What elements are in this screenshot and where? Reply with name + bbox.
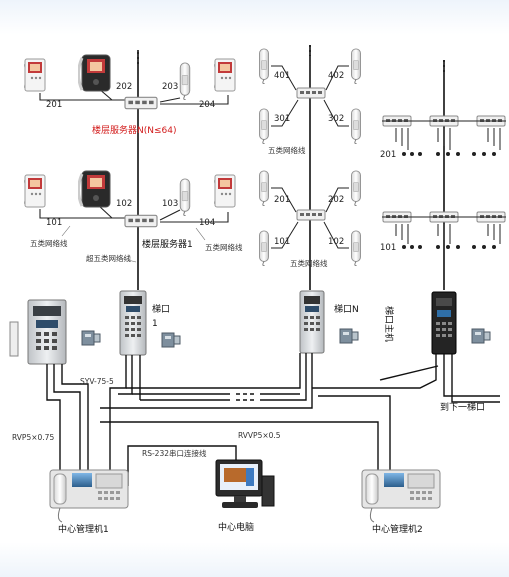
lock-entry-n	[339, 328, 359, 344]
handset-203	[179, 62, 191, 100]
floor-server-1-label: 楼层服务器1	[142, 238, 193, 250]
cable-cat5-label-mid-lower: 五类网络线	[290, 258, 328, 268]
floor-server-n-box	[124, 96, 158, 110]
entry-panels: 梯口 1 梯口N 梯口主机	[9, 290, 491, 365]
cable-cat5-label-mid-upper: 五类网络线	[268, 145, 306, 155]
right-tower: 201 101	[380, 60, 506, 290]
stair-entry-1-label: 梯口	[152, 303, 170, 315]
wiring	[46, 353, 500, 486]
unit-102-label: 102	[116, 199, 132, 209]
next-entry-label: 到下一梯口	[440, 401, 485, 413]
stair-host-label: 梯口主机	[383, 306, 395, 342]
stair-entry-1-num: 1	[152, 319, 158, 329]
lock-left	[81, 330, 101, 346]
monitor-104	[214, 174, 236, 208]
cable-super-cat5-label: 超五类网络线	[86, 253, 131, 263]
right-unit-201-label: 201	[380, 150, 396, 160]
handset-302	[351, 108, 361, 144]
central-manager-2	[361, 469, 441, 523]
left-edge-device	[9, 321, 19, 357]
unit-101-mid-label: 101	[274, 237, 290, 247]
middle-tower: 401 402 301 302 五类网络线 201 202 101 102 五类…	[259, 45, 361, 290]
unit-104-label: 104	[199, 218, 215, 228]
unit-102-mid-label: 102	[328, 237, 344, 247]
cable-rvp-label: RVP5×0.75	[12, 433, 54, 442]
handset-202	[351, 170, 361, 206]
unit-402-label: 402	[328, 71, 344, 81]
cable-cat5-label-right: 五类网络线	[205, 242, 243, 252]
unit-301-label: 301	[274, 114, 290, 124]
cable-syv-label: SYV-75-5	[80, 377, 114, 386]
monitor-101	[24, 174, 46, 208]
monitor-204	[214, 58, 236, 92]
unit-202-mid-label: 202	[328, 195, 344, 205]
monitor-102	[78, 170, 112, 209]
mid-hub-lower	[296, 209, 326, 221]
handset-201	[259, 170, 269, 206]
unit-204-label: 204	[199, 100, 215, 110]
floor-server-n-label: 楼层服务器N(N≤64)	[92, 124, 176, 136]
monitor-201	[24, 58, 46, 92]
handset-102	[351, 230, 361, 266]
unit-101-label: 101	[46, 218, 62, 228]
center-manager-2-label: 中心管理机2	[372, 523, 423, 535]
handset-101	[259, 230, 269, 266]
right-unit-101-label: 101	[380, 243, 396, 253]
handset-401	[259, 48, 269, 84]
center-pc-label: 中心电脑	[218, 521, 254, 533]
unit-302-label: 302	[328, 114, 344, 124]
central-manager-1	[49, 469, 129, 523]
unit-401-label: 401	[274, 71, 290, 81]
handset-103	[179, 178, 191, 216]
unit-103-label: 103	[162, 199, 178, 209]
left-tower: 201 202 203 204 楼层服务器N(N≤64) 101 102 103…	[24, 50, 243, 290]
unit-201-mid-label: 201	[274, 195, 290, 205]
central-pc	[215, 459, 275, 508]
lock-entry-1	[161, 332, 181, 348]
lock-stair-host	[471, 328, 491, 344]
unit-201-label: 201	[46, 100, 62, 110]
mid-hub-upper	[296, 87, 326, 99]
handset-402	[351, 48, 361, 84]
handset-301	[259, 108, 269, 144]
cable-cat5-label-left: 五类网络线	[30, 238, 68, 248]
cable-rvvp-label: RVVP5×0.5	[238, 431, 281, 440]
floor-server-1-box	[124, 214, 158, 228]
cable-rs232-label: RS-232串口连接线	[142, 448, 207, 458]
unit-202-label: 202	[116, 82, 132, 92]
monitor-202	[78, 54, 112, 93]
center-manager-1-label: 中心管理机1	[58, 523, 109, 535]
unit-203-label: 203	[162, 82, 178, 92]
stair-entry-n-label: 梯口N	[334, 303, 359, 315]
